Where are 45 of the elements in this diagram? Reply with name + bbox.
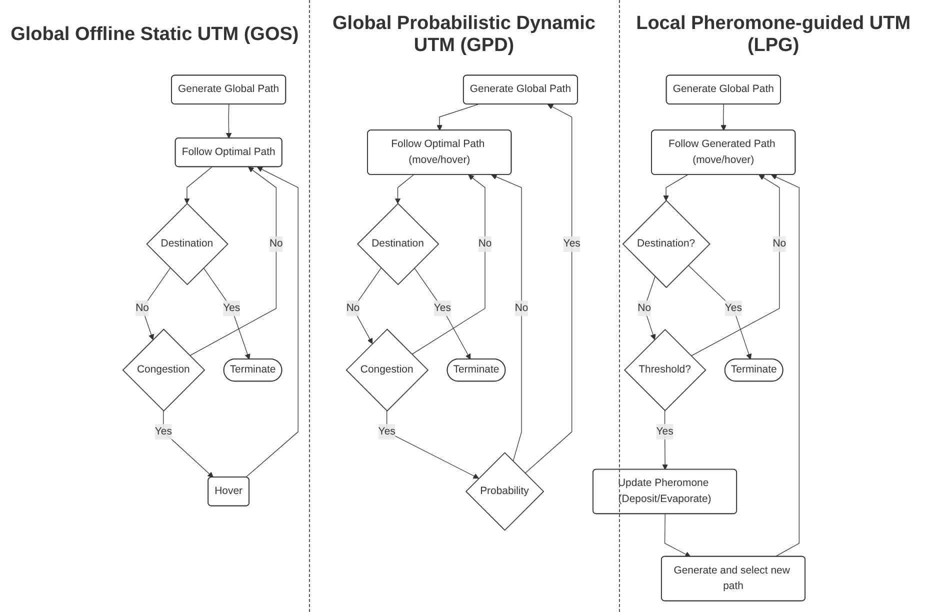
node-diamond: Destination <box>356 202 440 286</box>
edge-label: Yes <box>563 238 580 250</box>
edge-label: No <box>270 238 283 250</box>
edge-label: Yes <box>154 426 172 438</box>
edge-label: No <box>346 302 360 314</box>
arrow <box>386 410 480 479</box>
arrow <box>436 104 479 131</box>
arrow <box>184 166 212 204</box>
arrow <box>524 104 572 474</box>
edge-label: Yes <box>223 302 240 314</box>
arrow <box>163 410 214 478</box>
node-diamond: Congestion <box>122 328 206 412</box>
edge-label: No <box>514 302 528 314</box>
arrow <box>771 174 800 558</box>
edge-label: Yes <box>724 302 742 314</box>
edge-label: Yes <box>656 426 674 438</box>
arrow <box>688 264 752 360</box>
arrow <box>720 104 726 131</box>
node-diamond: Probability <box>465 452 544 531</box>
arrow <box>226 104 232 139</box>
column-title: Local Pheromone-guided UTM (LPG) <box>635 12 912 58</box>
edge-label: No <box>136 302 149 314</box>
arrow <box>203 268 250 360</box>
arrow <box>412 174 486 355</box>
arrow <box>414 268 471 360</box>
arrow <box>664 514 691 557</box>
column-title: Global Probabilistic Dynamic UTM (GPD) <box>332 12 596 58</box>
arrow <box>189 166 276 356</box>
arrow <box>394 174 414 204</box>
node-diamond: Destination? <box>622 200 710 288</box>
node-diamond: Congestion <box>346 328 429 412</box>
column-title: Global Offline Static UTM (GOS) <box>10 23 300 47</box>
arrow <box>491 174 522 462</box>
edge-label: No <box>478 238 492 250</box>
edge-label: No <box>772 238 786 250</box>
node-diamond: Threshold? <box>624 328 706 412</box>
arrow <box>663 174 688 201</box>
arrow <box>662 410 668 470</box>
arrow <box>245 166 298 478</box>
edge-label: Yes <box>378 426 396 438</box>
edge-label: Yes <box>434 302 451 314</box>
arrow <box>690 174 780 356</box>
node-diamond: Destination <box>146 202 228 286</box>
arrow <box>644 276 656 340</box>
edge-label: No <box>638 302 652 314</box>
